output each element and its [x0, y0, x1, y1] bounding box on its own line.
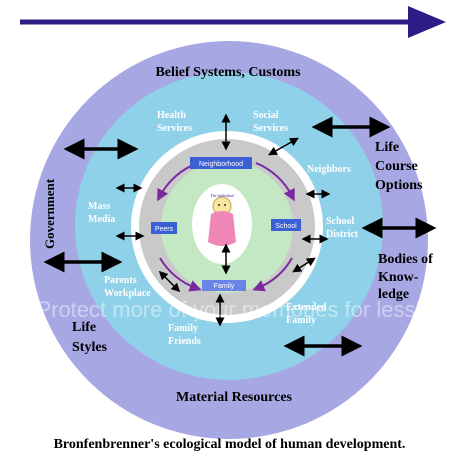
- peers-box: [151, 222, 177, 234]
- exosystem-arrows: [115, 113, 331, 327]
- family-friends-label: Family Friends: [168, 323, 201, 347]
- mass-media-line-2: Media: [88, 214, 115, 225]
- family-box: [202, 280, 246, 291]
- parents-workplace-line-1: Parents: [104, 275, 137, 286]
- bodies-line-2: Know-: [378, 270, 419, 285]
- life-course-line-1: Life: [375, 140, 399, 155]
- life-styles-line-1: Life: [72, 320, 96, 335]
- neighborhood-box: [190, 157, 252, 169]
- bodies-knowledge-label: Bodies of Know- ledge: [378, 252, 436, 302]
- government-label: Government: [42, 178, 57, 249]
- family-box-label: Family: [214, 283, 235, 290]
- family-friends-line-2: Friends: [168, 336, 201, 347]
- top-arrow: [20, 6, 446, 38]
- neighbors-label: Neighbors: [307, 164, 351, 175]
- material-resources-label: Material Resources: [176, 390, 293, 405]
- watermark-text: Protect more of your memories for less!: [36, 297, 421, 322]
- extended-family-line-2: Family: [286, 315, 316, 326]
- peers-box-label: Peers: [155, 226, 174, 233]
- social-services-line-1: Social: [253, 110, 279, 121]
- school-district-line-2: District: [326, 229, 359, 240]
- life-styles-label: Life Styles: [72, 320, 108, 355]
- parents-workplace-line-2: Workplace: [104, 288, 151, 299]
- school-box-label: School: [275, 223, 297, 230]
- life-styles-line-2: Styles: [72, 340, 108, 355]
- health-services-line-1: Health: [157, 110, 186, 121]
- child-figure-icon: [208, 196, 236, 246]
- school-box: [271, 219, 301, 231]
- bodies-line-1: Bodies of: [378, 252, 433, 267]
- mass-media-label: Mass Media: [88, 201, 115, 225]
- social-services-label: Social Services: [253, 110, 288, 134]
- social-services-line-2: Services: [253, 123, 288, 134]
- belief-systems-label: Belief Systems, Customs: [155, 65, 301, 80]
- neighborhood-box-label: Neighborhood: [199, 161, 243, 168]
- macrosystem-arrows: [43, 116, 437, 357]
- life-course-label: Life Course Options: [375, 140, 423, 193]
- individual-label: The Individual: [210, 193, 235, 198]
- figure-caption: Bronfenbrenner's ecological model of hum…: [53, 437, 406, 452]
- school-district-label: School District: [326, 216, 359, 240]
- school-district-line-1: School: [326, 216, 355, 227]
- mass-media-line-1: Mass: [88, 201, 110, 212]
- parents-workplace-label: Parents Workplace: [104, 275, 151, 299]
- health-services-line-2: Services: [157, 123, 192, 134]
- family-friends-line-1: Family: [168, 323, 198, 334]
- health-services-label: Health Services: [157, 110, 192, 134]
- bodies-line-3: ledge: [378, 287, 409, 302]
- microsystem-boxes: Neighborhood Peers School Family: [151, 157, 301, 291]
- life-course-line-2: Course: [375, 159, 418, 174]
- extended-family-line-1: Extended: [286, 302, 327, 313]
- life-course-line-3: Options: [375, 178, 423, 193]
- extended-family-label: Extended Family: [286, 302, 329, 326]
